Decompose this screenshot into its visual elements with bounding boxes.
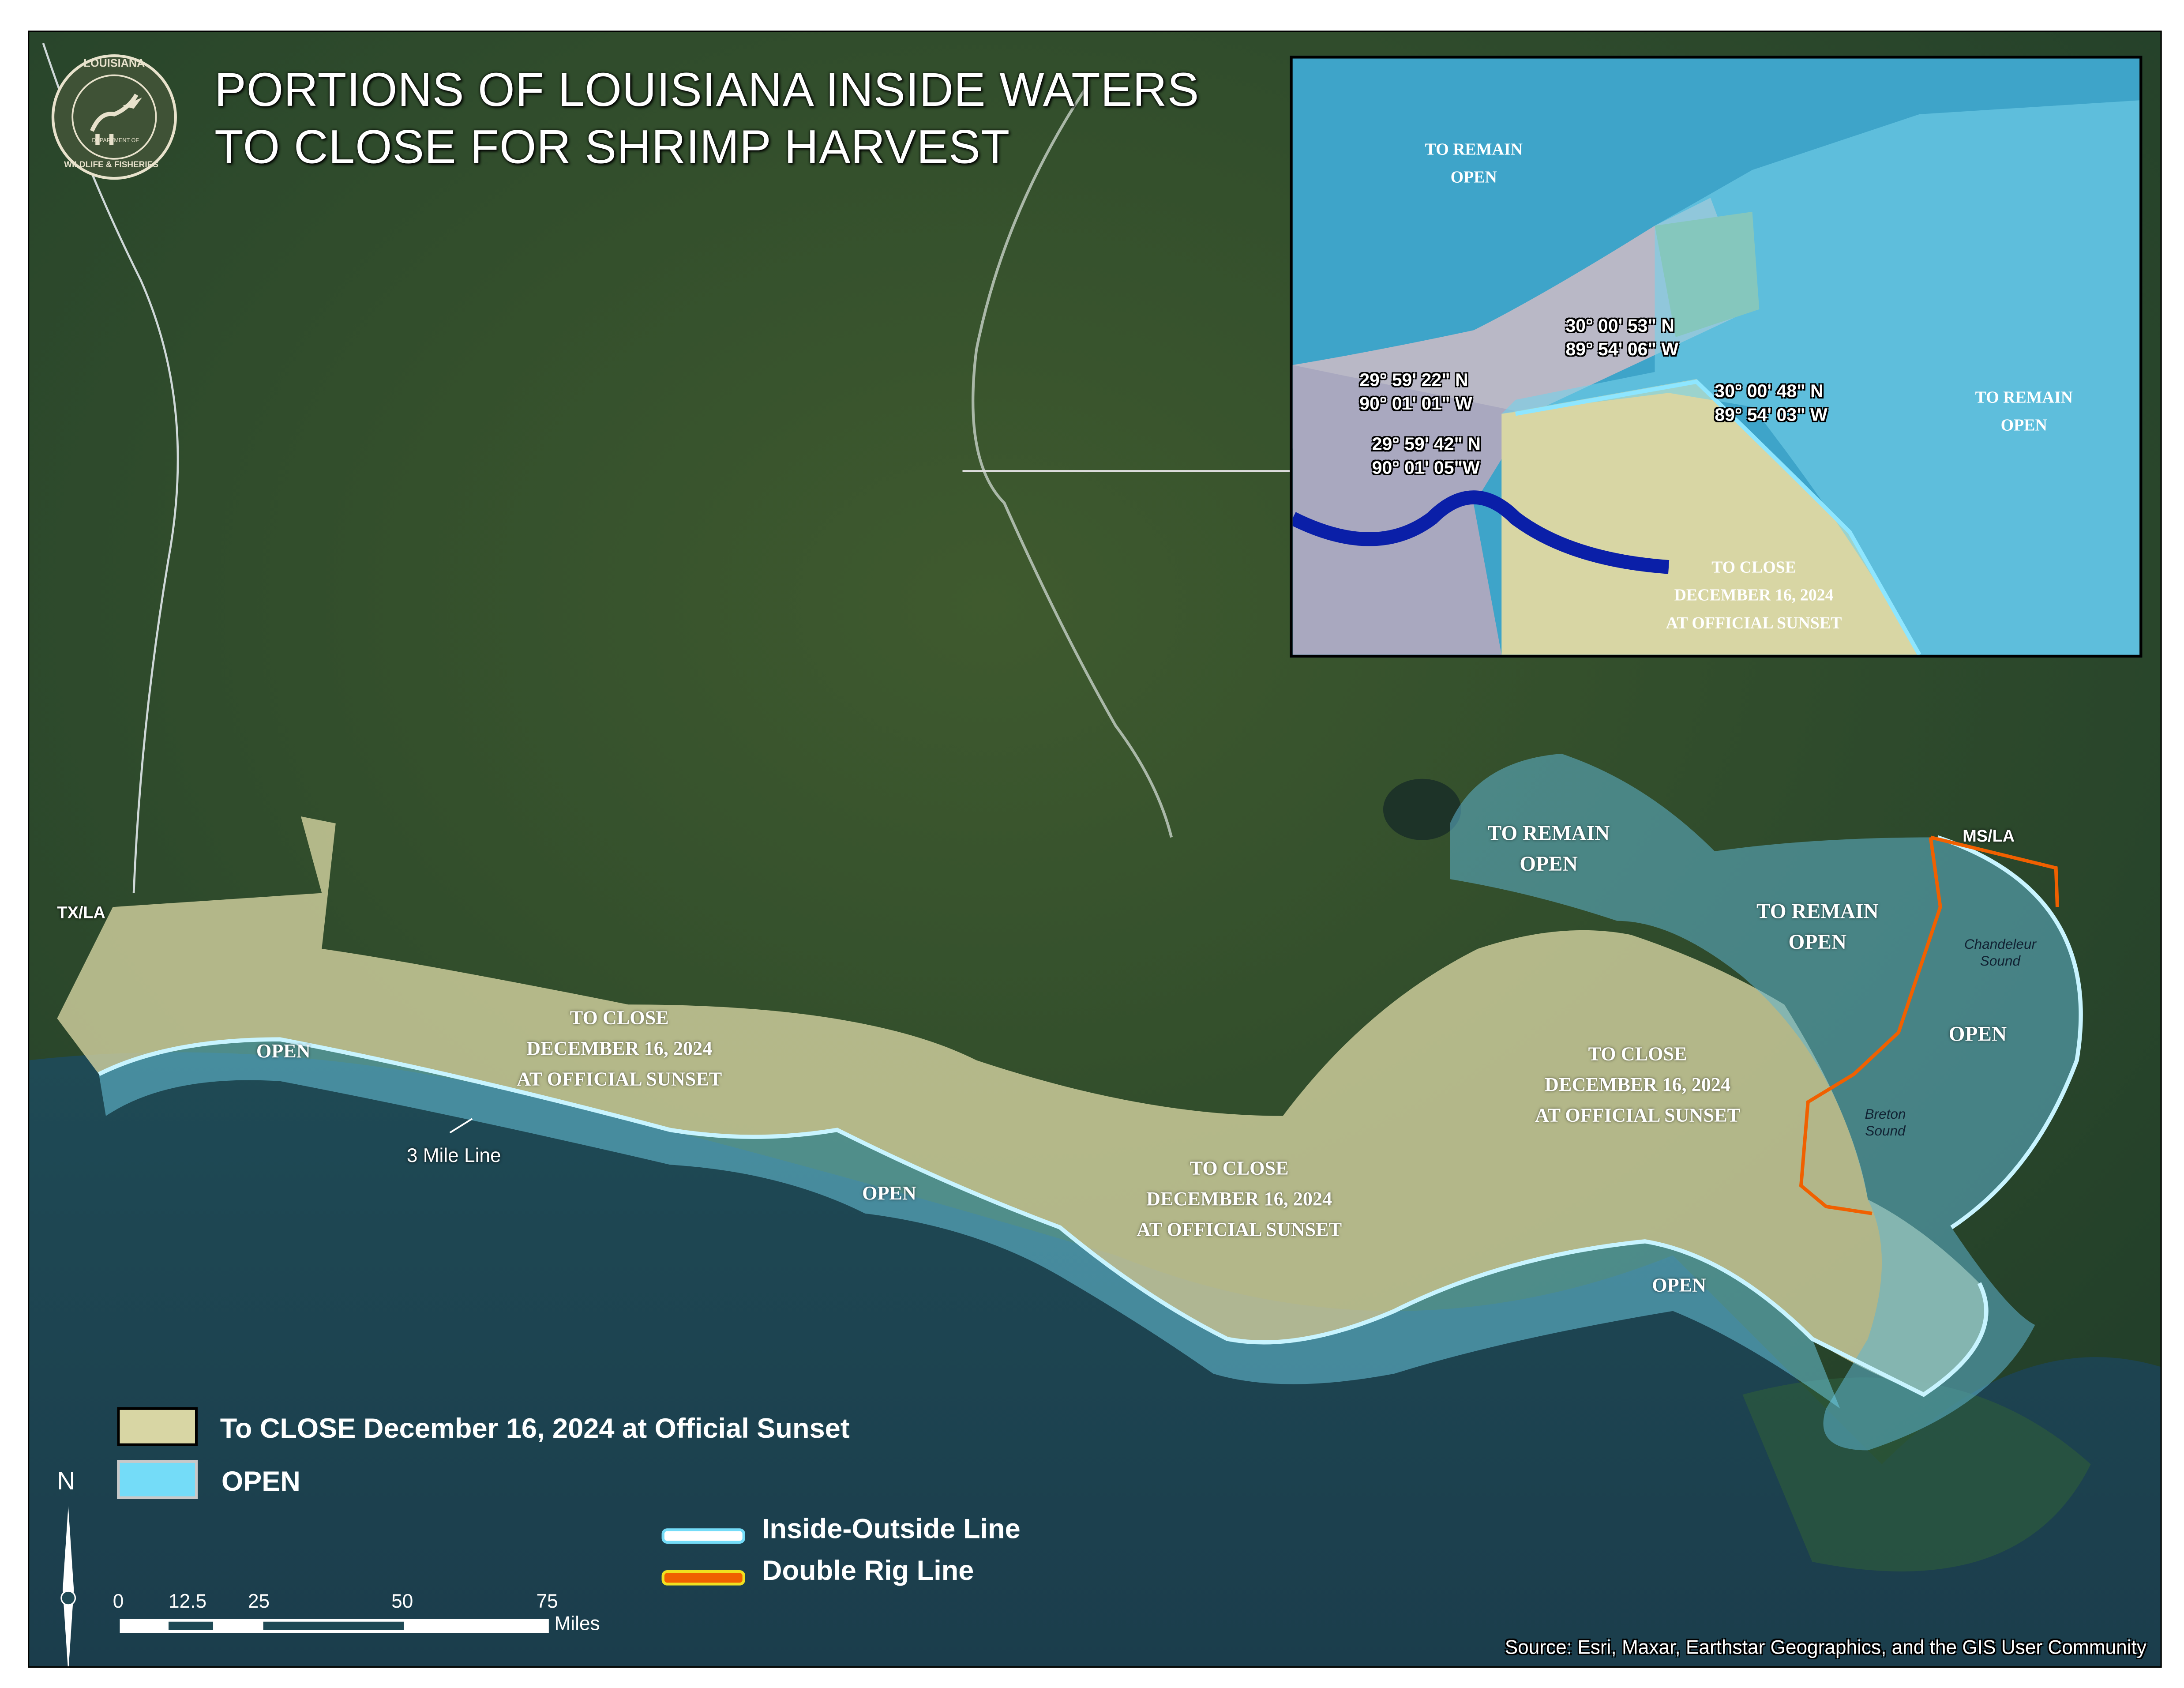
label-chandeleur-sound: Chandeleur Sound [1964,937,2037,970]
inset-boundary [1515,379,1921,655]
legend-label-inside-outside: Inside-Outside Line [762,1514,1021,1545]
logo-text-bottom: WILDLIFE & FISHERIES [64,162,158,170]
inset-open-zone [1501,100,2140,655]
legend-label-double-rig: Double Rig Line [762,1556,974,1587]
ldwf-logo: LOUISIANA DEPARTMENT OF WILDLIFE & FISHE… [50,53,178,181]
scale-tick-0: 0 [113,1590,124,1612]
open-zone-east [1450,753,2081,1451]
legend-swatch-close [117,1407,198,1446]
legend-label-open: OPEN [221,1467,300,1498]
label-open-east: OPEN [1652,1276,1706,1297]
legend-line-inside-outside [661,1528,745,1544]
open-zone-coastal [99,1039,1840,1409]
scale-tick-25: 25 [248,1590,270,1612]
inset-close-zone [1501,379,1920,655]
3-mile-pointer [449,1118,473,1134]
label-breton-sound: Breton Sound [1865,1107,1906,1140]
scale-tick-12-5: 12.5 [168,1590,207,1612]
scale-bar-seg [263,1621,404,1630]
close-zone [57,816,1986,1395]
label-ms-la: MS/LA [1963,826,2015,846]
logo-text-middle: DEPARTMENT OF [92,136,139,144]
inset-city-south [1292,365,1530,655]
double-rig-line [1799,835,2059,1215]
source-credit: Source: Esri, Maxar, Earthstar Geographi… [1505,1635,2146,1658]
label-open-chandeleur: OPEN [1948,1024,2007,1046]
map-title: PORTIONS OF LOUISIANA INSIDE WATERS TO C… [214,63,1199,177]
mississippi-river [972,84,1173,838]
logo-text-top: LOUISIANA [83,57,145,70]
north-arrow-icon [60,1506,76,1666]
inside-outside-line [98,835,2083,1397]
legend-swatch-open [117,1460,198,1499]
legend-label-close: To CLOSE December 16, 2024 at Official S… [220,1414,850,1445]
label-open-west: OPEN [256,1042,311,1063]
scale-tick-50: 50 [391,1590,413,1612]
title-line-2: TO CLOSE FOR SHRIMP HARVEST [214,121,1010,174]
label-open-central: OPEN [862,1184,916,1205]
label-tx-la: TX/LA [57,902,105,922]
inset-city [1292,198,1752,449]
scale-unit: Miles [554,1612,600,1635]
title-line-1: PORTIONS OF LOUISIANA INSIDE WATERS [214,64,1200,117]
gulf-water [29,1052,2161,1666]
inset-river [1292,490,1670,574]
lake [1383,778,1461,840]
north-label: N [57,1467,75,1495]
map-frame: LOUISIANA DEPARTMENT OF WILDLIFE & FISHE… [28,30,2162,1668]
scale-tick-75: 75 [536,1590,558,1612]
scale-bar-seg [168,1621,214,1630]
label-3-mile-line: 3 Mile Line [406,1143,501,1166]
legend-line-double-rig [661,1570,745,1586]
